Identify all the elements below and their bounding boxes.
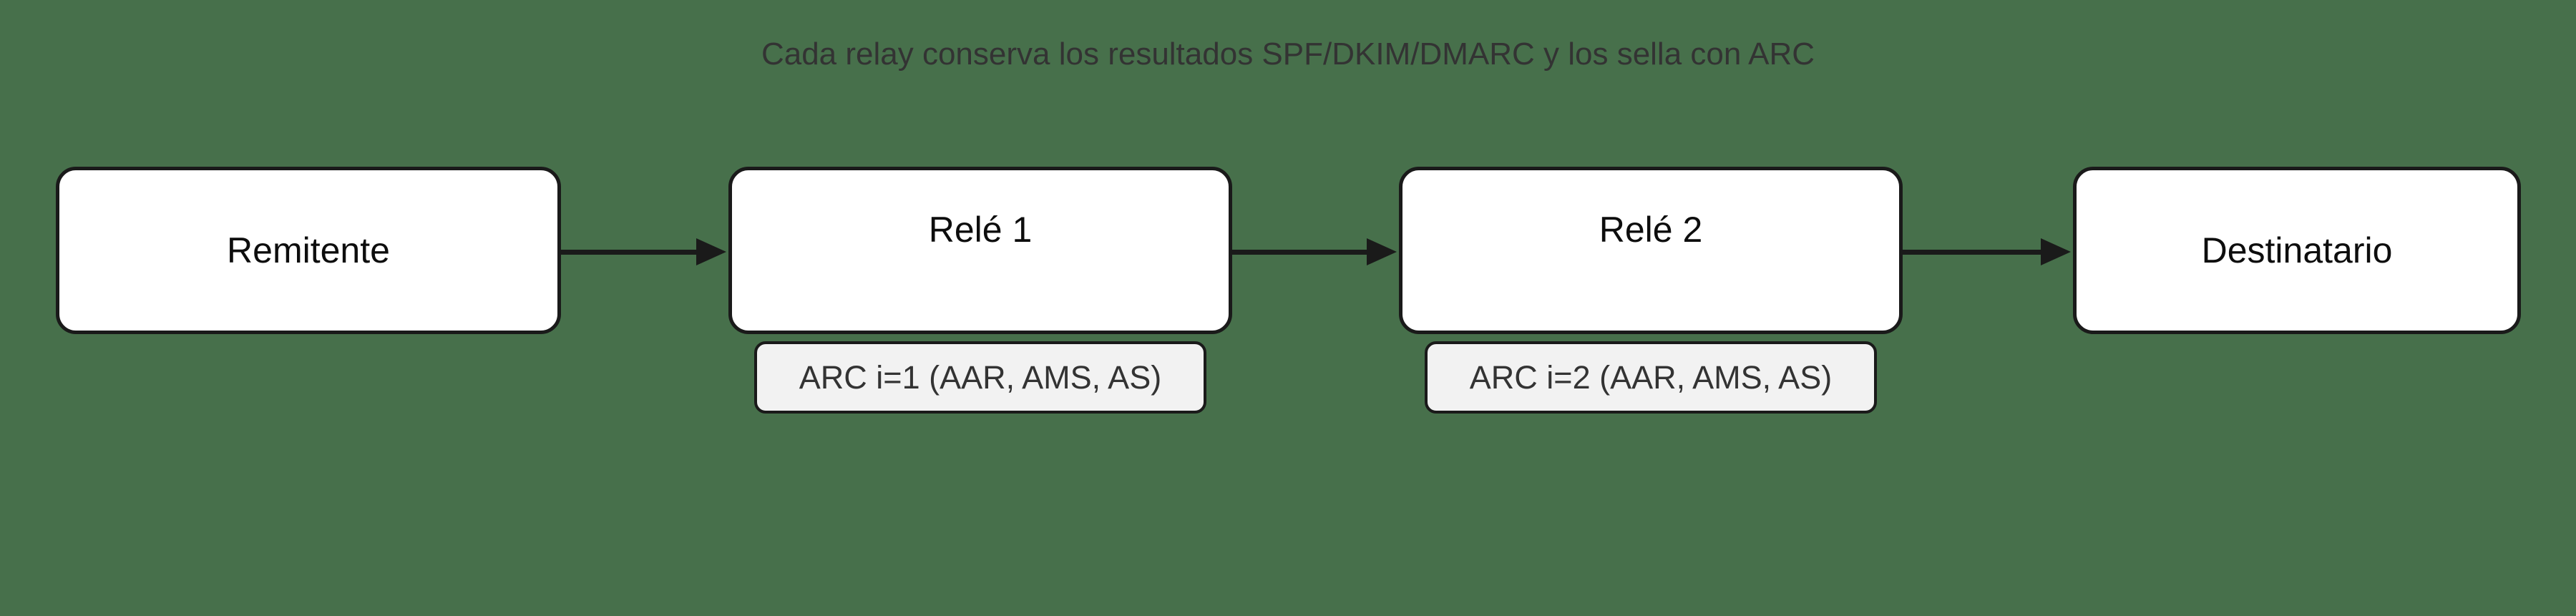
- annotation-arc-seal-1-label: ARC i=1 (AAR, AMS, AS): [799, 358, 1162, 396]
- annotation-arc-seal-2-label: ARC i=2 (AAR, AMS, AS): [1469, 358, 1833, 396]
- arrow-line: [1232, 250, 1368, 255]
- annotation-arc-seal-2: ARC i=2 (AAR, AMS, AS): [1425, 341, 1877, 414]
- node-destinatario: Destinatario: [2073, 167, 2521, 334]
- node-remitente: Remitente: [56, 167, 561, 334]
- arrow-rele2-to-destinatario: [1903, 236, 2071, 268]
- node-destinatario-label: Destinatario: [2201, 230, 2393, 270]
- node-rele1: Relé 1: [728, 167, 1232, 334]
- arrowhead-right-icon: [696, 238, 726, 265]
- node-rele2-label: Relé 2: [1599, 210, 1703, 250]
- diagram-title: Cada relay conserva los resultados SPF/D…: [761, 36, 1815, 72]
- node-rele2: Relé 2: [1399, 167, 1903, 334]
- arrow-remitente-to-rele1: [560, 236, 726, 268]
- arrowhead-right-icon: [2041, 238, 2071, 265]
- arrow-line: [560, 250, 698, 255]
- arrow-rele1-to-rele2: [1232, 236, 1397, 268]
- arrow-line: [1903, 250, 2042, 255]
- annotation-arc-seal-1: ARC i=1 (AAR, AMS, AS): [754, 341, 1206, 414]
- arrowhead-right-icon: [1367, 238, 1397, 265]
- node-remitente-label: Remitente: [227, 230, 390, 270]
- node-rele1-label: Relé 1: [928, 210, 1033, 250]
